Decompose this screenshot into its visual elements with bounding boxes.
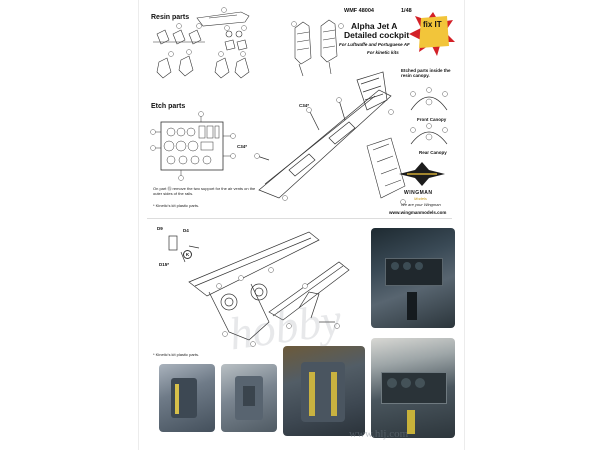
cockpit-photo-top (371, 228, 455, 328)
seat-photo-3 (283, 346, 365, 436)
canopy-etch-note: Etched parts inside the resin canopy. (401, 68, 451, 78)
cockpit-assembly-diagram (254, 71, 394, 201)
brand-sub: Models (414, 196, 427, 201)
callout-c34-upper: C34* (299, 103, 310, 108)
callout-c34-lower: C34* (237, 144, 248, 149)
callout-k: K (183, 250, 192, 259)
hlj-watermark-url: www.hlj.com (349, 428, 409, 440)
lower-cockpit-assembly-diagram (168, 231, 350, 347)
instruction-sheet: Resin parts Etch parts WMF 48004 1/48 Al… (138, 0, 465, 450)
cockpit-photo-bottom-right (371, 338, 455, 438)
rear-canopy-diagram (410, 123, 448, 145)
seat-photo-2 (221, 364, 277, 432)
title-line-1: Alpha Jet A (351, 21, 398, 31)
front-canopy-diagram (410, 87, 448, 111)
seat-photo-1 (159, 364, 215, 432)
callout-d9: D9 (157, 226, 163, 231)
subtitle: For Luftwaffe and Portuguese AF (339, 42, 410, 47)
brand-tagline: We are your Wingman (401, 202, 441, 207)
fix-it-badge (409, 12, 455, 56)
rear-canopy-label: Rear Canopy (419, 150, 447, 155)
kinetic-plastic-note-1: * Kinetic's kit plastic parts. (153, 203, 200, 208)
scale-label: 1/48 (401, 8, 412, 14)
fix-it-badge-text: fix IT (423, 20, 442, 29)
canopy-frame-diagram (366, 137, 406, 205)
ejection-seats-diagram (291, 19, 344, 77)
etch-fret-diagram (150, 111, 236, 181)
remove-support-note: On part ⑮ remove the two support for the… (153, 186, 256, 196)
front-canopy-label: Front Canopy (417, 117, 447, 122)
wingman-logo (399, 162, 445, 186)
callout-d15: D15* (159, 262, 170, 267)
kinetic-kits-note: For kinetic kits (367, 50, 399, 55)
brand-name: WINGMAN (404, 190, 433, 196)
callout-d4: D4 (183, 228, 189, 233)
title-line-2: Detailed cockpit (344, 30, 410, 40)
etch-parts-heading: Etch parts (151, 103, 186, 110)
resin-parts-diagram (153, 7, 250, 79)
website-url: www.wingmanmodels.com (389, 210, 447, 215)
product-code: WMF 48004 (344, 8, 374, 14)
kinetic-plastic-note-2: * Kinetic's kit plastic parts. (153, 352, 200, 357)
section-divider (147, 218, 452, 219)
resin-parts-heading: Resin parts (151, 14, 190, 21)
